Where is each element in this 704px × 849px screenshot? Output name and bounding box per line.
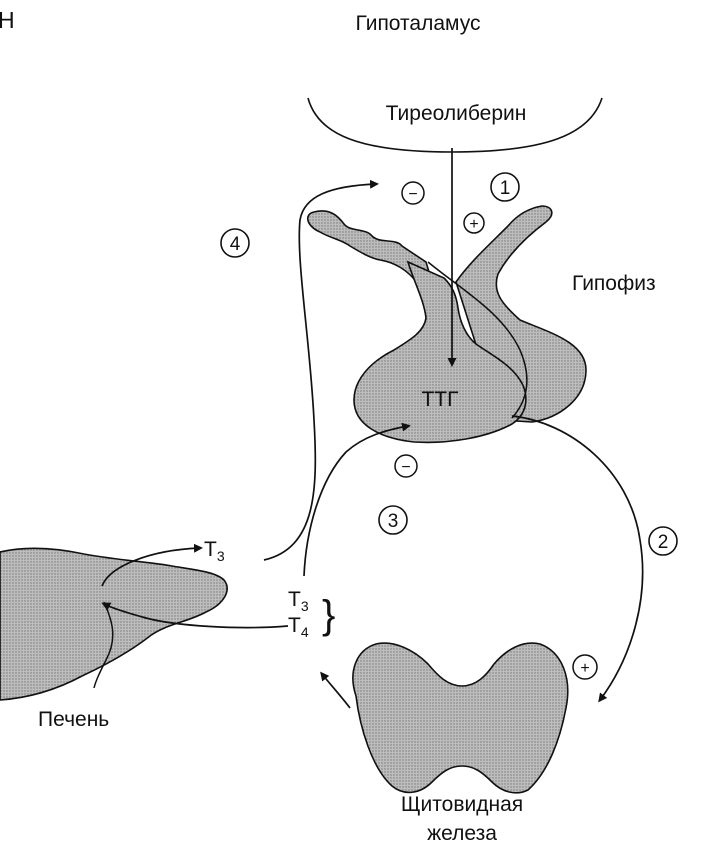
step-3-number: 3 <box>388 511 399 532</box>
t3-thyroid-label: T3 <box>288 588 309 614</box>
step-2-number: 2 <box>658 532 669 553</box>
thyroid-label-line2: железа <box>427 822 497 845</box>
tsh-label: ТТГ <box>421 388 458 411</box>
thyroid-gland <box>353 643 568 793</box>
step-4-number: 4 <box>230 234 241 255</box>
corner-letter: Н <box>0 7 15 33</box>
pituitary-label: Гипофиз <box>572 272 656 295</box>
thyroid-label-line1: Щитовидная <box>401 793 523 816</box>
thyroid-to-hormones-arrow <box>322 674 350 708</box>
plus-sign-releasing: + <box>469 216 478 233</box>
t3-liver-letter: T <box>204 538 217 561</box>
plus-sign-thyroid: + <box>580 660 589 677</box>
t4-thyroid-letter: T <box>288 614 301 637</box>
releasing-hormone-label: Тиреолиберин <box>386 102 527 125</box>
step-1-number: 1 <box>500 178 511 199</box>
hormones-to-pituitary-arrow <box>304 426 408 576</box>
hypothalamus-label: Гипоталамус <box>356 12 481 35</box>
t4-thyroid-label: T4 <box>288 614 309 640</box>
t3-thyroid-subscript: 3 <box>301 598 309 614</box>
hormones-brace: } <box>322 593 335 637</box>
liver-label: Печень <box>38 708 109 731</box>
minus-sign-hypothalamus: − <box>408 186 417 203</box>
t4-thyroid-subscript: 4 <box>301 624 309 640</box>
t3-liver-label: T3 <box>204 538 225 564</box>
minus-sign-pituitary: − <box>401 459 410 476</box>
t3-thyroid-letter: T <box>288 588 301 611</box>
t3-liver-subscript: 3 <box>217 548 225 564</box>
